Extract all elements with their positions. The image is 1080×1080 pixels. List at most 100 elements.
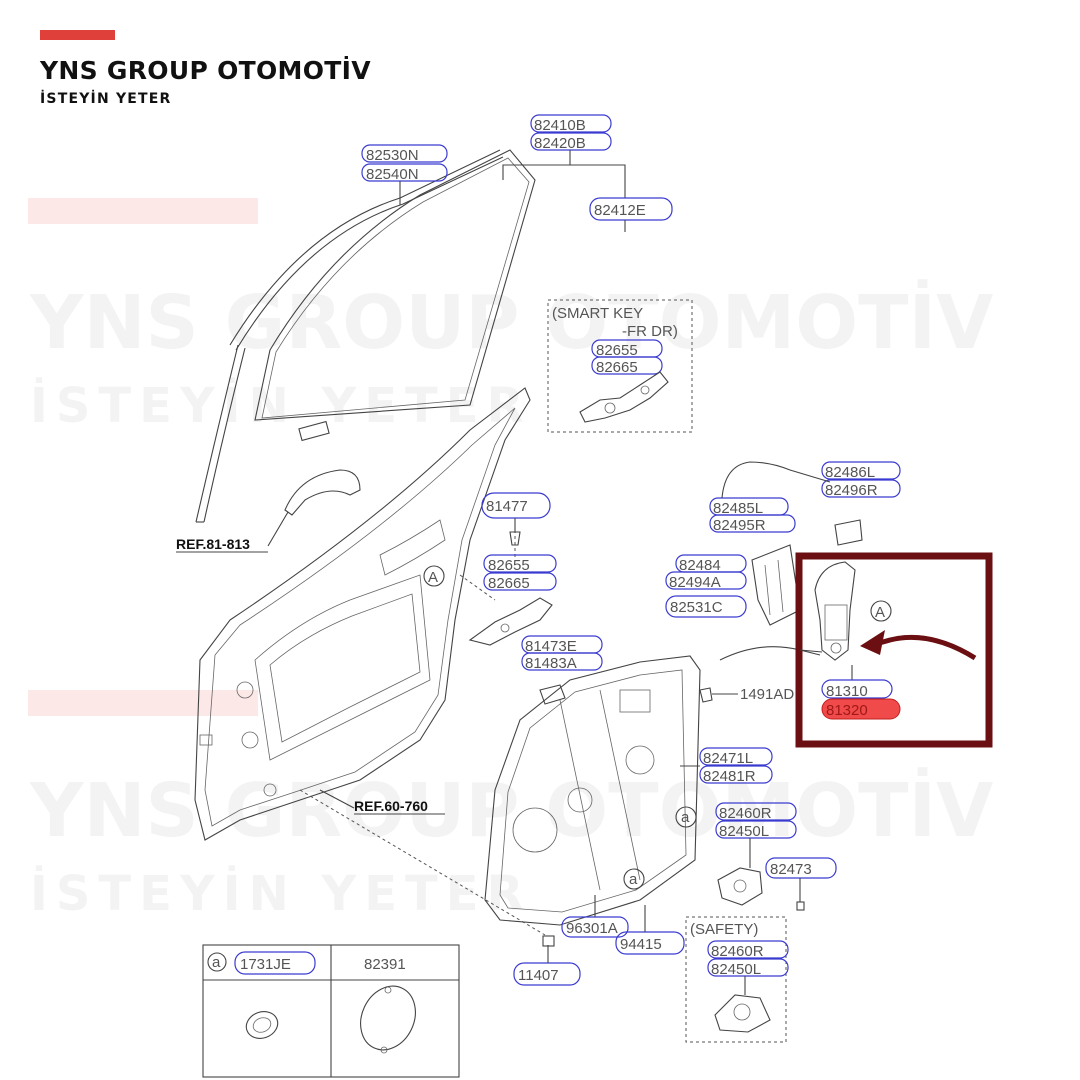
svg-text:(SAFETY): (SAFETY) xyxy=(690,921,758,938)
part-label-82494A: 82494A xyxy=(665,571,747,591)
part-label-82450L: 82450L xyxy=(715,820,797,840)
svg-text:A: A xyxy=(875,604,885,621)
parts-table: a 1731JE 82391 xyxy=(202,944,460,1078)
svg-text:81477: 81477 xyxy=(486,498,528,515)
watermark-bar xyxy=(28,198,258,224)
part-label-11407: 11407 xyxy=(513,935,581,986)
svg-text:82473: 82473 xyxy=(770,861,812,878)
svg-text:82665: 82665 xyxy=(488,575,530,592)
part-label-82496R: 82496R xyxy=(821,479,901,499)
svg-text:1731JE: 1731JE xyxy=(240,956,291,973)
window-glass xyxy=(254,149,536,421)
svg-text:82485L: 82485L xyxy=(713,500,763,517)
ref-81-813-label: REF.81-813 xyxy=(176,511,289,553)
part-label-82655: 82655 xyxy=(483,554,557,574)
safety-group: (SAFETY) 82460R 82450L xyxy=(685,916,789,1043)
ref-60-760-label: REF.60-760 xyxy=(319,789,445,815)
part-label-81310: 81310 xyxy=(821,679,893,700)
part-label-81483A: 81483A xyxy=(521,652,603,672)
svg-text:82531C: 82531C xyxy=(670,599,723,616)
part-label-94415: 94415 xyxy=(615,905,685,955)
svg-text:82530N: 82530N xyxy=(366,147,419,164)
svg-text:a: a xyxy=(212,954,221,971)
watermark-bar xyxy=(28,690,258,716)
lock-rod-bracket xyxy=(751,544,801,626)
part-82486L-shape xyxy=(834,519,863,546)
svg-text:1491AD: 1491AD xyxy=(740,686,794,703)
door-frame xyxy=(194,387,531,841)
svg-text:81473E: 81473E xyxy=(525,638,577,655)
part-label-81477: 81477 xyxy=(481,492,551,546)
callout-a-small-2: a xyxy=(623,868,645,890)
svg-text:82495R: 82495R xyxy=(713,517,766,534)
svg-text:82481R: 82481R xyxy=(703,768,756,785)
outside-handle-cover xyxy=(284,469,361,516)
svg-text:82655: 82655 xyxy=(488,557,530,574)
svg-text:82496R: 82496R xyxy=(825,482,878,499)
brand-accent-bar xyxy=(40,30,115,40)
part-label-82531C: 82531C xyxy=(665,595,747,618)
svg-text:82540N: 82540N xyxy=(366,166,419,183)
svg-text:82391: 82391 xyxy=(364,956,406,973)
part-label-82484: 82484 xyxy=(675,554,747,574)
regulator-module xyxy=(484,655,701,926)
svg-text:82412E: 82412E xyxy=(594,202,646,219)
part-81473E-shape xyxy=(539,684,566,705)
callout-a-right: A xyxy=(870,600,892,622)
svg-text:81310: 81310 xyxy=(826,683,868,700)
callout-a-small-1: a xyxy=(675,806,697,828)
svg-text:-FR DR): -FR DR) xyxy=(622,323,678,340)
brand-subtitle: İSTEYİN YETER xyxy=(40,91,172,107)
svg-text:82450L: 82450L xyxy=(719,823,769,840)
callout-a-upper: A xyxy=(423,565,445,587)
svg-text:82420B: 82420B xyxy=(534,135,586,152)
svg-text:94415: 94415 xyxy=(620,936,662,953)
part-label-1491AD: 1491AD xyxy=(699,686,794,703)
svg-text:REF.81-813: REF.81-813 xyxy=(176,536,250,552)
svg-text:(SMART KEY: (SMART KEY xyxy=(552,305,643,322)
run-channel xyxy=(195,149,504,523)
brand-title: YNS GROUP OTOMOTİV xyxy=(40,56,371,85)
svg-text:96301A: 96301A xyxy=(566,920,618,937)
part-label-82665: 82665 xyxy=(483,572,557,592)
smart-key-group: (SMART KEY -FR DR) 82655 82665 xyxy=(547,299,693,433)
svg-text:A: A xyxy=(428,569,438,586)
part-label-82473: 82473 xyxy=(765,857,837,911)
svg-text:82450L: 82450L xyxy=(711,961,761,978)
highlight-box: A 81310 81320 xyxy=(795,552,993,748)
part-label-82481R: 82481R xyxy=(699,765,773,785)
part-label-82495R: 82495R xyxy=(709,514,796,534)
svg-text:82460R: 82460R xyxy=(719,805,772,822)
regulator-motor xyxy=(717,838,763,906)
part-label-82420B: 82420B xyxy=(530,132,612,152)
door-latch xyxy=(799,561,856,661)
svg-text:82486L: 82486L xyxy=(825,464,875,481)
part-label-82471L: 82471L xyxy=(699,747,773,767)
rod-82485L xyxy=(721,461,831,499)
part-label-82412E: 82412E xyxy=(589,197,673,221)
part-label-81320: 81320 xyxy=(821,698,901,720)
svg-text:82665: 82665 xyxy=(596,359,638,376)
svg-text:82484: 82484 xyxy=(679,557,721,574)
glass-clip xyxy=(298,420,330,442)
svg-text:82460R: 82460R xyxy=(711,943,764,960)
svg-text:82410B: 82410B xyxy=(534,117,586,134)
svg-text:a: a xyxy=(681,809,690,826)
svg-text:a: a xyxy=(629,871,638,888)
svg-text:81483A: 81483A xyxy=(525,655,577,672)
part-label-82410B: 82410B xyxy=(530,114,612,134)
part-label-82530N: 82530N xyxy=(361,144,448,164)
pointer-arrow xyxy=(860,630,977,661)
bracket-82410B xyxy=(502,150,626,198)
part-label-82486L: 82486L xyxy=(821,461,901,481)
svg-text:82494A: 82494A xyxy=(669,574,721,591)
part-label-96301A: 96301A xyxy=(561,895,629,938)
cable xyxy=(719,646,821,661)
svg-text:REF.60-760: REF.60-760 xyxy=(354,798,428,814)
part-label-82460R: 82460R xyxy=(715,802,797,822)
part-label-82485L: 82485L xyxy=(709,497,789,517)
inside-handle xyxy=(468,597,553,646)
svg-text:82655: 82655 xyxy=(596,342,638,359)
part-label-81473E: 81473E xyxy=(521,635,603,655)
